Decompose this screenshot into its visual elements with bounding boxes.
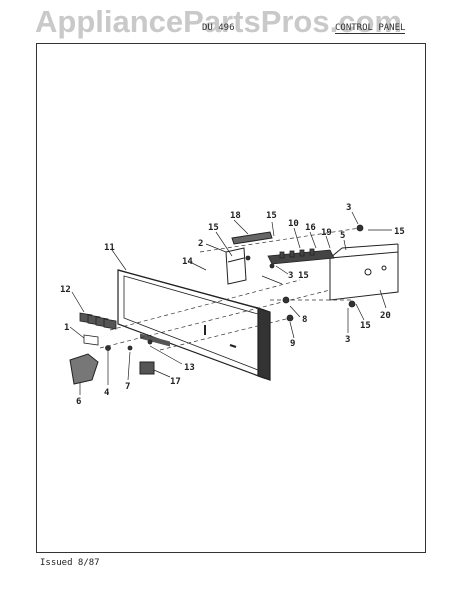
- callout-7: 7: [125, 382, 130, 392]
- callout-15-d: 15: [298, 271, 309, 281]
- callout-3-a: 3: [346, 203, 351, 213]
- callout-9: 9: [290, 339, 295, 349]
- console-panel: [117, 269, 271, 381]
- switch-assembly: [267, 248, 335, 265]
- callout-10: 10: [288, 219, 299, 229]
- callout-2: 2: [198, 239, 203, 249]
- callout-16: 16: [305, 223, 316, 233]
- callout-3-b: 3: [288, 271, 293, 281]
- header-right-text: CONTROL PANEL: [335, 23, 406, 34]
- callout-13: 13: [184, 363, 195, 373]
- callout-12: 12: [60, 285, 71, 295]
- callout-17: 17: [170, 377, 181, 387]
- callout-15-a: 15: [266, 211, 277, 221]
- assembly-lines: [99, 227, 361, 351]
- fasteners: [105, 224, 364, 351]
- issued-date: Issued 8/87: [40, 558, 100, 568]
- leader-lines: [69, 211, 392, 395]
- callout-3-c: 3: [345, 335, 350, 345]
- rocker-switch: [139, 361, 155, 375]
- diagram-frame: [36, 43, 426, 553]
- callout-8: 8: [302, 315, 307, 325]
- callout-11: 11: [104, 243, 115, 253]
- callout-20: 20: [380, 311, 391, 321]
- callout-6: 6: [76, 397, 81, 407]
- lens-part: [83, 334, 99, 346]
- header-left-text: DU 496: [202, 23, 235, 33]
- push-buttons: [79, 312, 117, 330]
- callout-5: 5: [340, 231, 345, 241]
- callout-1: 1: [64, 323, 69, 333]
- callout-18: 18: [230, 211, 241, 221]
- callout-15-b: 15: [394, 227, 405, 237]
- callout-labels: 18 15 10 16 19 5 3 15 15 2 14 11 3 15 12…: [60, 203, 405, 407]
- cover-part: [69, 353, 99, 385]
- mounting-bracket: [329, 243, 399, 301]
- callout-15-e: 15: [360, 321, 371, 331]
- callout-19: 19: [321, 228, 332, 238]
- callout-4: 4: [104, 388, 110, 398]
- top-bracket: [231, 231, 273, 245]
- callout-15-c: 15: [208, 223, 219, 233]
- left-bracket: [225, 247, 247, 285]
- callout-14: 14: [182, 257, 193, 267]
